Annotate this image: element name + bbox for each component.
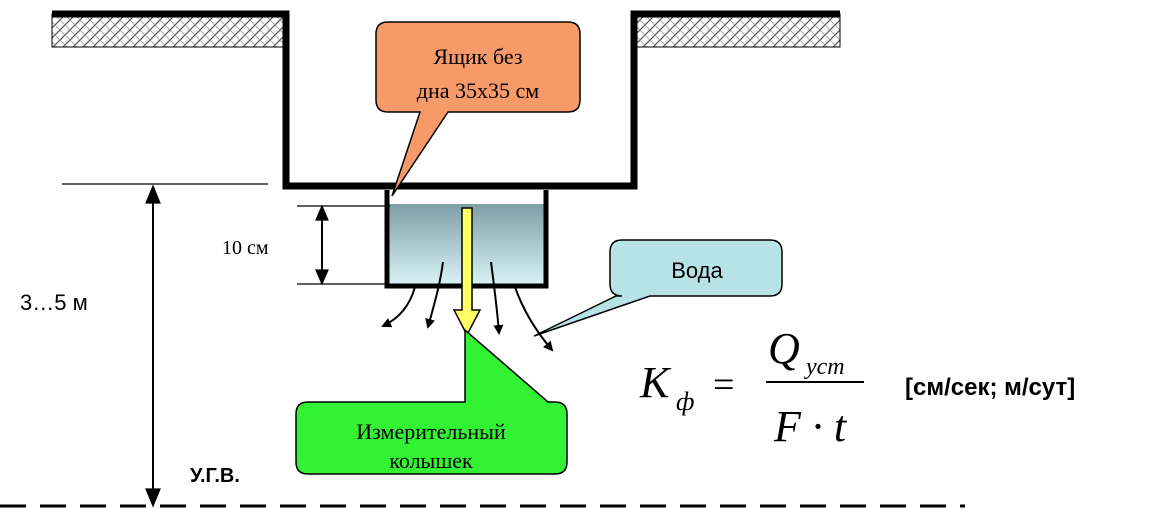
- formula-equals: =: [713, 364, 734, 406]
- formula-q: Q: [768, 324, 800, 373]
- pit-outline: [52, 10, 840, 190]
- box-callout-line2: дна 35х35 см: [417, 78, 539, 103]
- depth-dimension-label: 10 см: [222, 237, 269, 259]
- water-callout-label: Вода: [671, 258, 723, 283]
- formula-k: K: [639, 358, 672, 407]
- seepage-arrow: [514, 286, 554, 352]
- seepage-arrow: [381, 286, 416, 328]
- water-callout: [533, 239, 783, 337]
- box-callout: [375, 21, 581, 197]
- seepage-arrow: [490, 261, 504, 335]
- box-callout-line1: Ящик без: [433, 44, 522, 69]
- filtration-formula: K ф = Q уст F · t: [639, 324, 864, 451]
- peg-callout-line1: Измерительный: [356, 419, 506, 444]
- units-label: [см/сек; м/сут]: [905, 374, 1075, 401]
- ground-hatch-right: [633, 13, 841, 48]
- formula-k-subscript: ф: [676, 387, 694, 416]
- formula-q-subscript: уст: [804, 354, 845, 380]
- formula-denominator: F · t: [773, 402, 848, 451]
- depth-range-label: 3…5 м: [20, 290, 88, 315]
- peg-callout-line2: колышек: [389, 448, 473, 473]
- ground-hatch-left: [51, 13, 287, 48]
- seepage-arrows: [381, 261, 554, 352]
- groundwater-level-label: У.Г.В.: [190, 465, 240, 487]
- measuring-peg: [452, 207, 482, 337]
- depth-range-dimension: [62, 183, 268, 508]
- peg-callout: [295, 328, 568, 475]
- depth-dimension: [297, 204, 390, 286]
- seepage-arrow: [425, 261, 444, 329]
